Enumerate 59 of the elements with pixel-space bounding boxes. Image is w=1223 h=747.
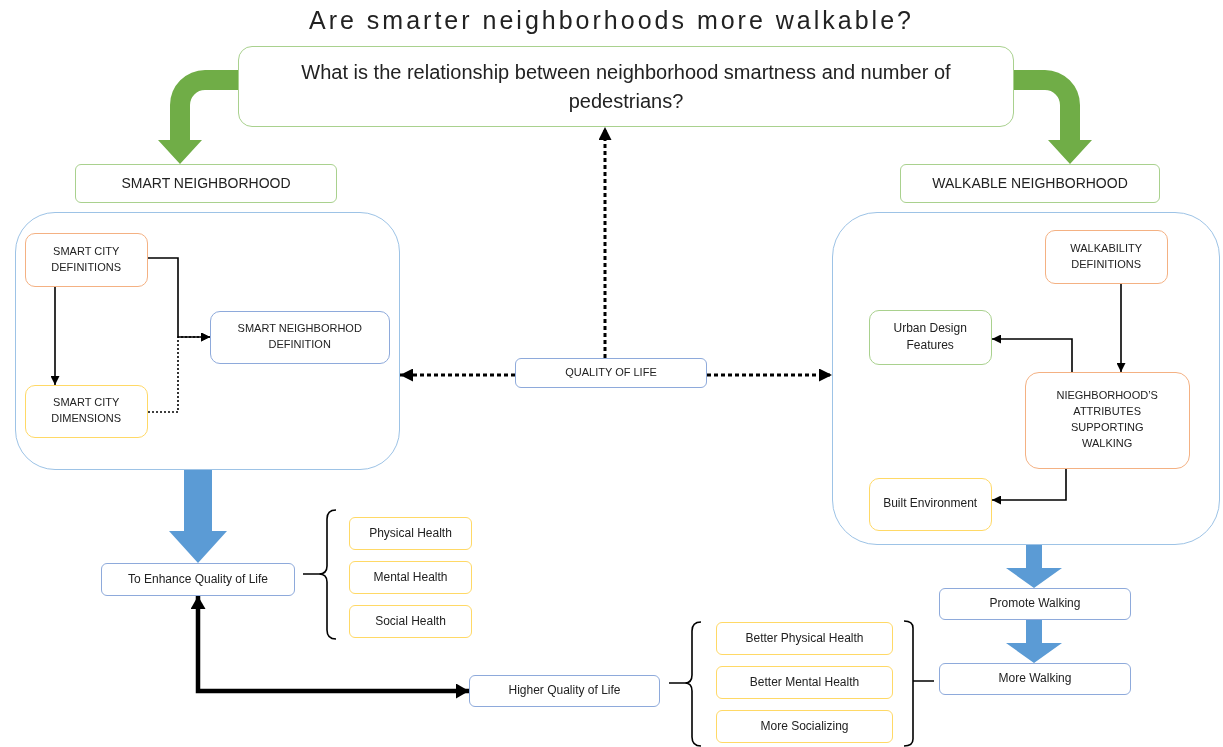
- arrow: [1116, 283, 1126, 373]
- block-arrow: [1014, 70, 1092, 164]
- group-panel: [832, 212, 1220, 545]
- block-arrow: [1006, 545, 1062, 588]
- concept-box: [515, 358, 707, 388]
- box-label: Physical Health: [369, 524, 452, 542]
- concept-box: [939, 588, 1131, 620]
- arrow: [991, 468, 1067, 505]
- arrow: [707, 368, 832, 382]
- box-label: SMART NEIGHBORHOOD: [121, 174, 291, 194]
- concept-box: [349, 561, 472, 594]
- group-panel: [15, 212, 400, 470]
- block-arrow: [1006, 620, 1062, 663]
- concept-box: [238, 46, 1014, 127]
- box-label: Urban Design Features: [892, 319, 968, 355]
- box-label: Mental Health: [373, 568, 448, 586]
- arrow: [190, 596, 469, 699]
- concept-box: [1044, 229, 1168, 284]
- arrow: [991, 334, 1073, 373]
- box-label: WALKABILITY DEFINITIONS: [1069, 240, 1144, 272]
- arrow: [598, 127, 612, 358]
- concept-box: [101, 563, 295, 596]
- box-label: What is the relationship between neighborhood smartness and number of pedestrians?: [300, 59, 952, 114]
- concept-box: [716, 666, 893, 699]
- box-label: More Socializing: [760, 717, 849, 735]
- arrow: [50, 286, 60, 386]
- box-label: SMART NEIGHBORHOD DEFINITION: [236, 321, 363, 353]
- box-label: SMART CITY DIMENSIONS: [50, 395, 123, 427]
- box-label: To Enhance Quality of Life: [127, 570, 269, 588]
- concept-box: [469, 675, 660, 707]
- concept-box: [349, 605, 472, 638]
- box-label: WALKABLE NEIGHBORHOOD: [932, 174, 1128, 194]
- concept-box: [868, 477, 992, 531]
- box-label: Better Physical Health: [745, 629, 864, 647]
- box-label: SMART CITY DEFINITIONS: [50, 243, 122, 275]
- concept-box: [1024, 371, 1190, 469]
- diagram-title: Are smarter neighborhoods more walkable?: [308, 6, 915, 35]
- box-label: NIEGHBORHOOD’S ATTRIBUTES SUPPORTING WALKING: [1055, 388, 1159, 452]
- concept-box: [209, 310, 390, 364]
- box-label: QUALITY OF LIFE: [565, 365, 657, 381]
- block-arrow: [158, 70, 238, 164]
- concept-box: [868, 309, 992, 365]
- arrow: [147, 332, 211, 413]
- concept-box: [349, 517, 472, 550]
- arrow: [400, 368, 515, 382]
- concept-box: [900, 164, 1160, 203]
- box-label: Promote Walking: [989, 595, 1081, 613]
- concept-box: [716, 710, 893, 743]
- concept-box: [716, 622, 893, 655]
- concept-box: [24, 384, 148, 438]
- concept-box: [939, 663, 1131, 695]
- box-label: Built Environment: [883, 495, 978, 513]
- concept-box: [75, 164, 337, 203]
- box-label: More Walking: [998, 670, 1072, 688]
- box-label: Social Health: [375, 612, 446, 630]
- box-label: Higher Quality of Life: [508, 682, 621, 700]
- box-label: Better Mental Health: [749, 673, 860, 691]
- block-arrow: [169, 470, 227, 563]
- concept-box: [24, 232, 148, 287]
